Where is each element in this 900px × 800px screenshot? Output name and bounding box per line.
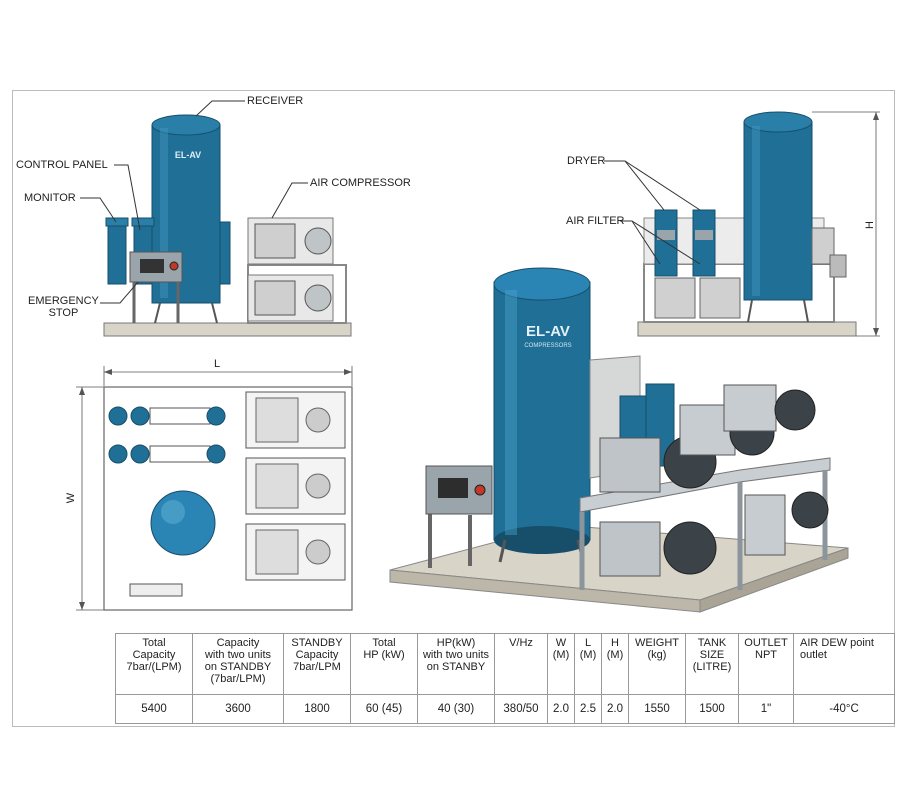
value-total-hp: 60 (45) [350,694,418,724]
front-base-plate [103,322,352,337]
value-capacity-standby: 3600 [192,694,284,724]
header-height: H (M) [601,633,629,695]
value-length: 2.5 [574,694,602,724]
label-dryer: DRYER [567,155,606,167]
side-dryer-right [692,209,716,277]
value-total-capacity: 5400 [115,694,193,724]
front-compressor-lower [254,280,296,316]
label-control-panel: CONTROL PANEL [16,159,108,171]
iso-compressor-lower-2 [744,494,786,556]
label-monitor: MONITOR [24,192,76,204]
label-receiver: RECEIVER [247,95,304,107]
iso-receiver-tank [493,281,591,541]
iso-tank-logo: EL-AV [526,323,570,340]
label-air-compressor: AIR COMPRESSOR [310,177,411,189]
header-capacity-standby: Capacity with two units on STANDBY (7bar… [192,633,284,695]
top-receiver-tank [150,490,216,556]
value-tank-size: 1500 [685,694,739,724]
spec-value-row: 5400 3600 1800 60 (45) 40 (30) 380/50 2.… [115,694,895,724]
value-height: 2.0 [601,694,629,724]
iso-compressor-upper-1 [599,437,661,493]
header-width: W (M) [547,633,575,695]
value-outlet-npt: 1" [738,694,794,724]
header-total-capacity: Total Capacity 7bar/(LPM) [115,633,193,695]
label-air-filter: AIR FILTER [566,215,625,227]
front-tank-logo: EL-AV [175,150,201,160]
value-voltage: 380/50 [494,694,548,724]
header-standby-capacity: STANDBY Capacity 7bar/LPM [283,633,351,695]
header-weight: WEIGHT (kg) [628,633,686,695]
front-compressor-upper [254,223,296,259]
value-width: 2.0 [547,694,575,724]
spec-table: Total Capacity 7bar/(LPM) Capacity with … [115,633,895,724]
header-outlet-npt: OUTLET NPT [738,633,794,695]
value-dew-point: -40°C [793,694,895,724]
label-dim-l: L [214,358,221,370]
value-standby-capacity: 1800 [283,694,351,724]
iso-tank-logo-sub: COMPRESSORS [524,343,571,349]
header-tank-size: TANK SIZE (LITRE) [685,633,739,695]
header-hp-standby: HP(kW) with two units on STANBY [417,633,495,695]
value-weight: 1550 [628,694,686,724]
header-length: L (M) [574,633,602,695]
label-emergency-stop: EMERGENCY STOP [28,295,99,319]
header-total-hp: Total HP (kW) [350,633,418,695]
value-hp-standby: 40 (30) [417,694,495,724]
top-control-panel [129,583,183,597]
header-voltage: V/Hz [494,633,548,695]
header-dew-point: AIR DEW point outlet [793,633,895,695]
spec-header-row: Total Capacity 7bar/(LPM) Capacity with … [115,633,895,695]
front-dryer-right [219,221,231,285]
iso-compressor-lower-1 [599,521,661,577]
iso-compressor-upper-3 [723,384,777,432]
drawing-sheet [12,90,895,727]
